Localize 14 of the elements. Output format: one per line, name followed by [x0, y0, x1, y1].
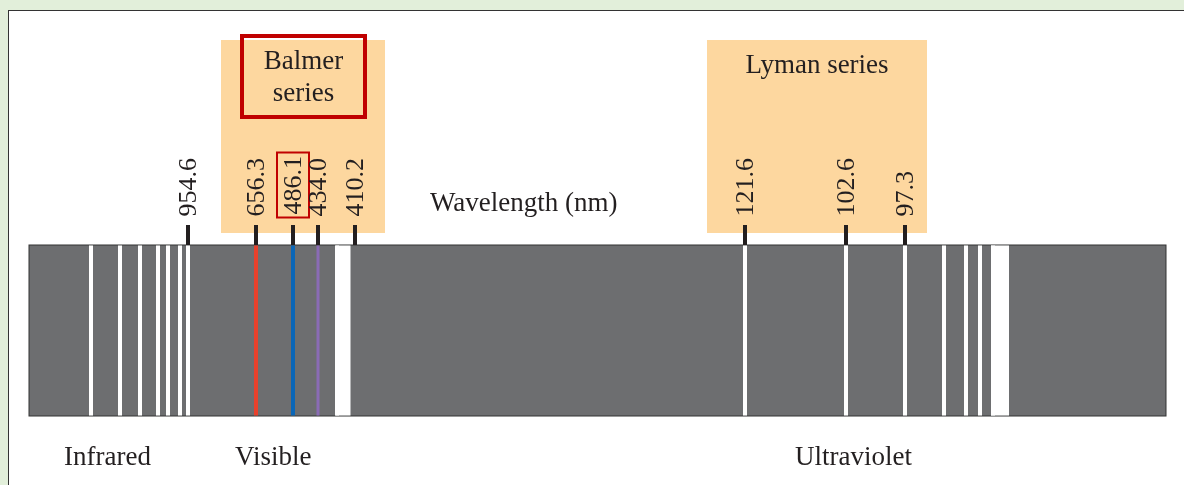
wavelength-value: 434.0 — [303, 157, 333, 216]
wavelength-value: 121.6 — [730, 157, 760, 216]
axis-label: Wavelength (nm) — [430, 186, 618, 219]
region-label: Infrared — [64, 440, 151, 473]
series-band — [707, 40, 927, 233]
region-label: Visible — [235, 440, 312, 473]
series-title: Balmer series — [240, 34, 367, 119]
wavelength-value: 102.6 — [831, 157, 861, 216]
wavelength-value: 410.2 — [340, 157, 370, 216]
region-label: Ultraviolet — [795, 440, 912, 473]
wavelength-value: 97.3 — [890, 170, 920, 216]
wavelength-value: 954.6 — [173, 157, 203, 216]
wavelength-value: 656.3 — [241, 157, 271, 216]
series-title: Lyman series — [744, 48, 890, 81]
